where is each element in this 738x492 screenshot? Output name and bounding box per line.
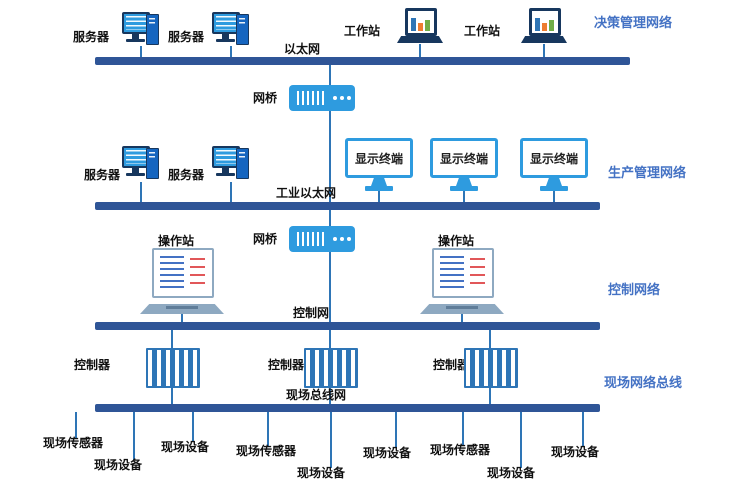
server-icon bbox=[122, 12, 162, 50]
workstation-label: 工作站 bbox=[344, 24, 381, 38]
connector-line bbox=[230, 182, 232, 203]
section-label-control: 控制网络 bbox=[608, 283, 661, 298]
server-label: 服务器 bbox=[84, 168, 121, 182]
field-node-label: 现场传感器 bbox=[43, 436, 104, 450]
operator-station-icon bbox=[420, 248, 504, 314]
display-terminal-label: 显示终端 bbox=[520, 138, 588, 178]
field-stub-line bbox=[520, 412, 522, 468]
connector-line bbox=[463, 190, 465, 203]
controller-label: 控制器 bbox=[433, 358, 470, 372]
display-terminal-label: 显示终端 bbox=[430, 138, 498, 178]
bridge-leds-icon bbox=[333, 96, 337, 100]
control-net-bus bbox=[95, 322, 600, 330]
connector-line bbox=[419, 44, 421, 58]
server-label: 服务器 bbox=[73, 30, 110, 44]
controller-label: 控制器 bbox=[268, 358, 305, 372]
bus-label-industrial-ethernet: 工业以太网 bbox=[276, 186, 337, 200]
workstation-icon bbox=[521, 8, 567, 46]
display-terminal-icon: 显示终端 bbox=[520, 138, 594, 196]
connector-line bbox=[140, 46, 142, 58]
bridge-trunk-line bbox=[329, 209, 331, 323]
laptop-screen-icon bbox=[529, 8, 561, 36]
field-node-label: 现场传感器 bbox=[236, 444, 297, 458]
tower-icon bbox=[146, 148, 159, 179]
field-node-label: 现场设备 bbox=[94, 458, 143, 472]
operator-station-label: 操作站 bbox=[158, 234, 195, 248]
connector-line bbox=[543, 44, 545, 58]
laptop-screen-icon bbox=[152, 248, 214, 298]
network-bridge-icon bbox=[289, 85, 355, 111]
controller-label: 控制器 bbox=[74, 358, 111, 372]
connector-line bbox=[230, 46, 232, 58]
bridge-label: 网桥 bbox=[253, 91, 278, 105]
monitor-icon bbox=[212, 12, 240, 34]
controller-icon bbox=[304, 348, 358, 388]
field-bus bbox=[95, 404, 600, 412]
field-node-label: 现场传感器 bbox=[430, 443, 491, 457]
workstation-icon bbox=[397, 8, 443, 46]
laptop-screen-icon bbox=[405, 8, 437, 36]
bus-label-field-bus: 现场总线网 bbox=[286, 388, 347, 402]
connector-line bbox=[140, 182, 142, 203]
field-node-label: 现场设备 bbox=[297, 466, 346, 480]
bus-label-control-net: 控制网 bbox=[293, 306, 330, 320]
server-label: 服务器 bbox=[168, 168, 205, 182]
section-label-decision: 决策管理网络 bbox=[594, 16, 673, 31]
controller-icon bbox=[464, 348, 518, 388]
field-stub-line bbox=[462, 412, 464, 445]
bridge-trunk-line bbox=[329, 64, 331, 203]
controller-icon bbox=[146, 348, 200, 388]
field-stub-line bbox=[192, 412, 194, 442]
server-icon bbox=[212, 146, 252, 184]
display-terminal-icon: 显示终端 bbox=[345, 138, 419, 196]
connector-line bbox=[553, 190, 555, 203]
connector-line bbox=[181, 312, 183, 323]
server-label: 服务器 bbox=[168, 30, 205, 44]
field-node-label: 现场设备 bbox=[551, 445, 600, 459]
industrial-ethernet-bus bbox=[95, 202, 600, 210]
section-label-production: 生产管理网络 bbox=[608, 166, 687, 181]
ethernet-bus bbox=[95, 57, 630, 65]
bridge-leds-icon bbox=[333, 237, 337, 241]
field-node-label: 现场设备 bbox=[161, 440, 210, 454]
laptop-screen-icon bbox=[432, 248, 494, 298]
tower-icon bbox=[236, 14, 249, 45]
server-icon bbox=[122, 146, 162, 184]
field-stub-line bbox=[133, 412, 135, 460]
display-terminal-label: 显示终端 bbox=[345, 138, 413, 178]
field-stub-line bbox=[582, 412, 584, 447]
server-icon bbox=[212, 12, 252, 50]
section-label-field: 现场网络总线 bbox=[604, 376, 683, 391]
field-node-label: 现场设备 bbox=[363, 446, 412, 460]
connector-line bbox=[378, 190, 380, 203]
tower-icon bbox=[146, 14, 159, 45]
field-stub-line bbox=[267, 412, 269, 446]
field-node-label: 现场设备 bbox=[487, 466, 536, 480]
field-stub-line bbox=[330, 412, 332, 468]
bridge-label: 网桥 bbox=[253, 232, 278, 246]
connector-line bbox=[461, 312, 463, 323]
tower-icon bbox=[236, 148, 249, 179]
bus-label-ethernet: 以太网 bbox=[284, 42, 321, 56]
field-stub-line bbox=[75, 412, 77, 438]
operator-station-label: 操作站 bbox=[438, 234, 475, 248]
bridge-ports-icon bbox=[297, 232, 327, 246]
operator-station-icon bbox=[140, 248, 224, 314]
workstation-label: 工作站 bbox=[464, 24, 501, 38]
field-stub-line bbox=[395, 412, 397, 448]
network-bridge-icon bbox=[289, 226, 355, 252]
display-terminal-icon: 显示终端 bbox=[430, 138, 504, 196]
bridge-ports-icon bbox=[297, 91, 327, 105]
